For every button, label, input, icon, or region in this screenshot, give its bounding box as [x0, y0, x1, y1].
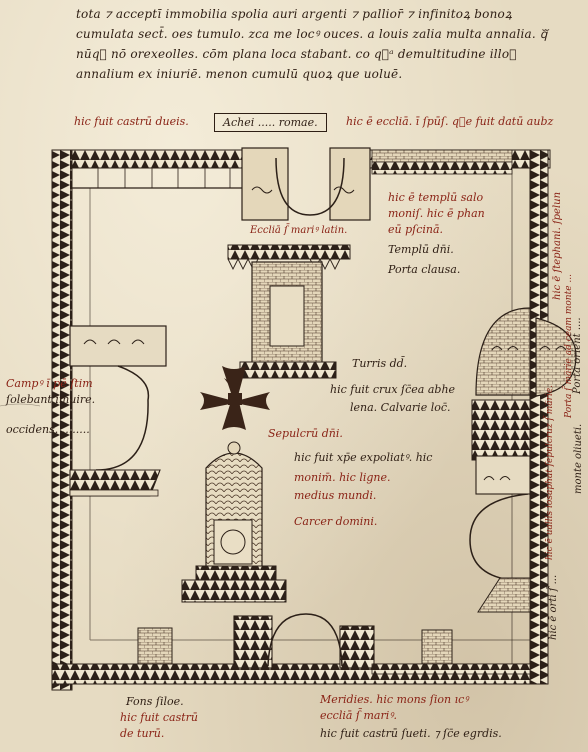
label-fons-1: Fons ſiloe.: [126, 695, 184, 708]
header-line-3: nūqᷓ nō orexeolles. cōm plana loca staba…: [76, 47, 517, 61]
label-sepulcrum: Sepulcrū dn̄i.: [268, 427, 343, 440]
label-right-vert-3: hic ē uallis iosaphat ſepulcruz ſ̄ ma̅ri…: [545, 384, 555, 560]
label-templum-2: moniſ. hic ē phan: [388, 207, 485, 220]
bottom-gate: [137, 613, 531, 675]
label-right-vert-1: hic ē ſtephani. ſpelun: [552, 191, 563, 300]
rubric-left: hic fuit castrū dueis.: [74, 115, 189, 128]
label-compus-2: ſolebant imuire.: [6, 393, 96, 406]
label-crux-2: lena. Calvarie loc̄.: [350, 401, 451, 414]
label-fons-2: hic fuit castrū: [120, 711, 198, 724]
label-compus-1: Campꝰ ı̄ pē ſtim: [6, 377, 93, 390]
label-ecclesia-mariae: Eccliā ſ̄ mariꝰ latin.: [250, 225, 348, 236]
label-right-vert-5: monte oliueti.: [573, 423, 584, 494]
label-meridies-2: eccliā ſ̄ mariꝰ.: [320, 709, 397, 722]
label-right-vert-4: Porta orient̄ ....: [572, 317, 583, 394]
rubric-right: hic ē eccliā. ī ſpūſ. qᷓe fuit datū aubz: [346, 115, 554, 128]
label-spoliatus-3: medius mundi.: [294, 489, 377, 502]
templum-tower: [227, 244, 351, 379]
label-meridies-3: hic fuit castrū ſueti. ⁊ ſc̄e egrdis.: [320, 727, 502, 740]
right-lower-bastion: [469, 455, 531, 613]
top-gate: [241, 147, 513, 221]
label-meridies-1: Meridies. hic mons ſion ıcꝰ: [320, 693, 469, 706]
label-templum-3: eū pſcinā.: [388, 223, 444, 236]
left-bastion: [69, 325, 167, 497]
sepulchre-structure: [181, 441, 287, 603]
rubric-boxed: Achei ..... romae.: [214, 113, 327, 132]
header-line-1: tota ⁊ acceptī immobilia spolia auri arg…: [76, 7, 513, 21]
label-crux-1: hic fuit crux ſc̄ea abhe: [330, 383, 456, 396]
cross-icon: [200, 366, 270, 430]
label-carcer: Carcer domini.: [294, 515, 378, 528]
header-line-4: annalium ex iniuriē. menon cumulū quoꝝ q…: [76, 67, 403, 81]
label-porta-clausa: Porta clausa.: [388, 263, 461, 276]
label-templum-1: hic ē templū salo: [388, 191, 484, 204]
header-line-2: cumulata sect̄. oes tumulo. zca me locꝰ …: [76, 27, 548, 41]
label-turris-david: Turris dd̄.: [352, 357, 408, 370]
label-spoliatus-2: monim̄. hic ligne.: [294, 471, 391, 484]
label-fons-3: de turū.: [120, 727, 165, 740]
label-right-vert-6: hic ē orti ſ̄ ...: [548, 574, 559, 640]
right-gate-bastion: [471, 307, 577, 461]
label-spoliatus-1: hic fuit xp̄e expoliatꝰ. hic: [294, 451, 433, 464]
label-compus-3: occidens. ........: [6, 423, 90, 436]
label-templum-domini: Templū dn̄i.: [388, 243, 454, 256]
